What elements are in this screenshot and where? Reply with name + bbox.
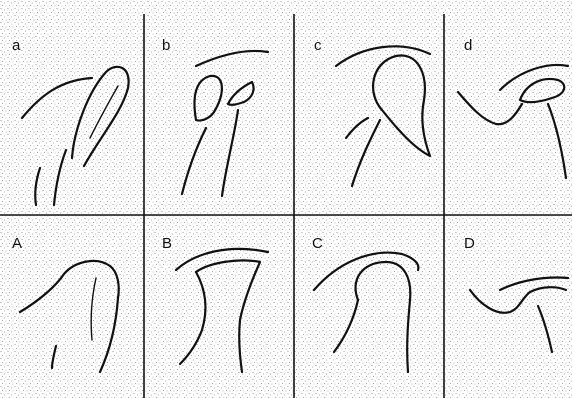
panel-label-a: a <box>12 37 21 54</box>
panel-label-B: B <box>162 235 172 252</box>
panel-label-A: A <box>12 235 22 252</box>
panel-label-b: b <box>162 37 170 54</box>
panel-label-D: D <box>464 235 475 252</box>
panel-label-C: C <box>312 235 323 252</box>
panel-label-c: c <box>314 37 322 54</box>
panel-label-d: d <box>464 37 472 54</box>
